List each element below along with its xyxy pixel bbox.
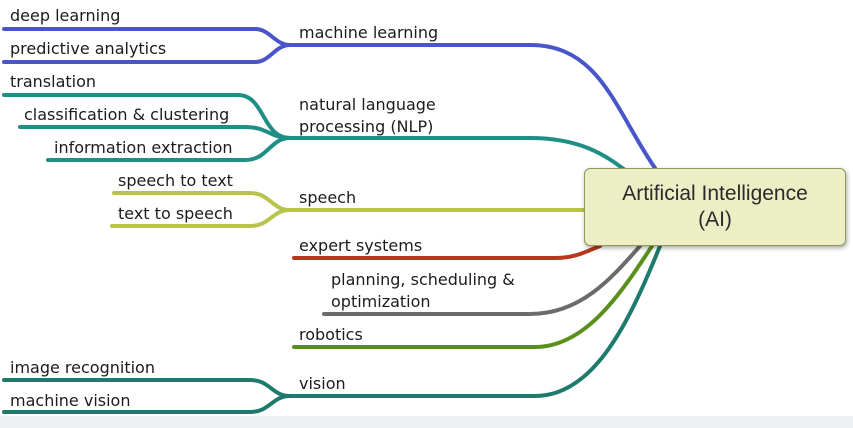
leaf-image-recognition[interactable]: image recognition [10, 358, 155, 377]
branch-nlp-line1[interactable]: natural language [299, 95, 436, 114]
leaf-translation[interactable]: translation [10, 72, 97, 91]
branch-expert-systems[interactable]: expert systems [299, 236, 423, 255]
root-node-ai[interactable]: Artificial Intelligence (AI) [584, 168, 846, 246]
branch-planning-line2[interactable]: optimization [331, 292, 431, 311]
bottom-strip [0, 416, 853, 428]
connector-robotics [292, 244, 654, 349]
connector-information-extraction [46, 136, 292, 162]
branch-nlp-line2[interactable]: processing (NLP) [299, 117, 434, 136]
connector-classification [18, 125, 292, 140]
leaf-predictive-analytics[interactable]: predictive analytics [10, 39, 167, 58]
leaf-text-to-speech[interactable]: text to speech [118, 204, 233, 223]
leaf-information-extraction[interactable]: information extraction [54, 138, 233, 157]
connector-nlp [286, 136, 627, 172]
branch-planning-line1[interactable]: planning, scheduling & [331, 270, 515, 289]
connector-text-to-speech [110, 208, 292, 228]
root-node-line2: (AI) [698, 208, 732, 231]
branch-speech[interactable]: speech [299, 188, 357, 207]
root-node-line1: Artificial Intelligence [622, 182, 808, 205]
connector-expert-systems [292, 244, 602, 260]
connector-planning [322, 244, 642, 316]
connector-machine-learning [286, 43, 657, 170]
leaf-machine-vision[interactable]: machine vision [10, 391, 131, 410]
connector-vision [286, 244, 662, 398]
branch-vision[interactable]: vision [299, 374, 346, 393]
branch-machine-learning[interactable]: machine learning [299, 23, 439, 42]
branch-robotics[interactable]: robotics [299, 325, 363, 344]
leaf-deep-learning[interactable]: deep learning [10, 6, 121, 25]
leaf-speech-to-text[interactable]: speech to text [118, 171, 233, 190]
leaf-classification-clustering[interactable]: classification & clustering [24, 105, 230, 124]
connector-machine-vision [2, 394, 292, 414]
connector-predictive-analytics [2, 43, 292, 64]
